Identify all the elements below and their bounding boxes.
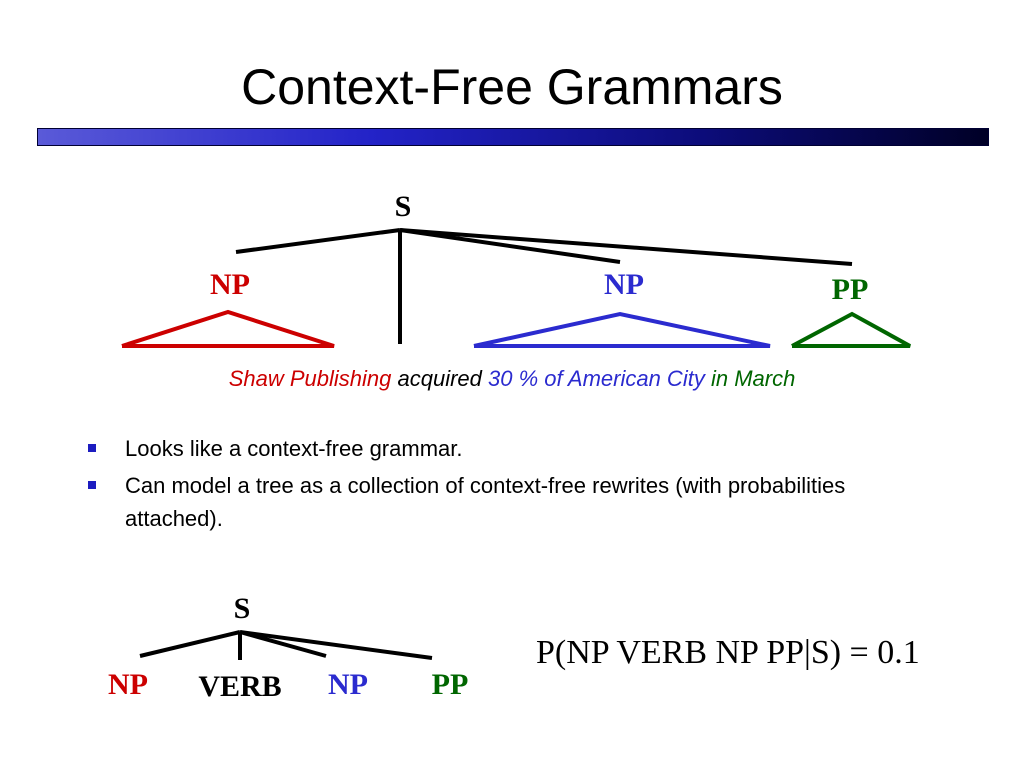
bullet-list: Looks like a context-free grammar. Can m…: [88, 432, 928, 539]
bullet-item: Looks like a context-free grammar.: [88, 432, 928, 465]
bottom-tree-branches: [139, 630, 433, 660]
bottom-branch-s-pp: [239, 630, 433, 660]
branch-s-np2: [399, 228, 621, 264]
bullet-text: Looks like a context-free grammar.: [125, 436, 463, 461]
top-tree-np1-label: NP: [210, 268, 250, 301]
sentence-part-verb: acquired: [397, 366, 482, 391]
sentence-part-np2: 30 % of American City: [488, 366, 705, 391]
example-sentence: Shaw Publishing acquired 30 % of America…: [0, 366, 1024, 392]
sentence-part-pp: in March: [710, 366, 796, 391]
branch-s-pp: [399, 228, 853, 266]
np2-triangle: [473, 311, 771, 348]
bottom-branch-s-np1: [139, 630, 241, 658]
title-underline-bar: [37, 128, 989, 146]
sentence-part-np1: Shaw Publishing: [228, 366, 392, 391]
top-tree-np2-label: NP: [604, 268, 644, 301]
probability-formula: P(NP VERB NP PP|S) = 0.1: [536, 634, 920, 671]
top-tree-root-s: S: [395, 190, 412, 223]
np1-triangle: [121, 309, 335, 348]
bottom-branch-s-np2: [239, 630, 327, 658]
bullet-item: Can model a tree as a collection of cont…: [88, 469, 928, 535]
bottom-tree-pp-label: PP: [432, 668, 469, 701]
bottom-tree-root-s: S: [234, 592, 251, 625]
top-tree-pp-label: PP: [832, 273, 869, 306]
slide-title: Context-Free Grammars: [241, 59, 783, 115]
top-tree-branches: [235, 228, 853, 344]
branch-s-np1: [235, 228, 401, 254]
bottom-tree-np2-label: NP: [328, 668, 368, 701]
square-bullet-icon: [88, 481, 96, 489]
bottom-tree-verb-label: VERB: [198, 670, 281, 703]
pp-triangle: [791, 311, 911, 348]
bullet-text: Can model a tree as a collection of cont…: [125, 473, 846, 531]
bottom-tree-np1-label: NP: [108, 668, 148, 701]
square-bullet-icon: [88, 444, 96, 452]
